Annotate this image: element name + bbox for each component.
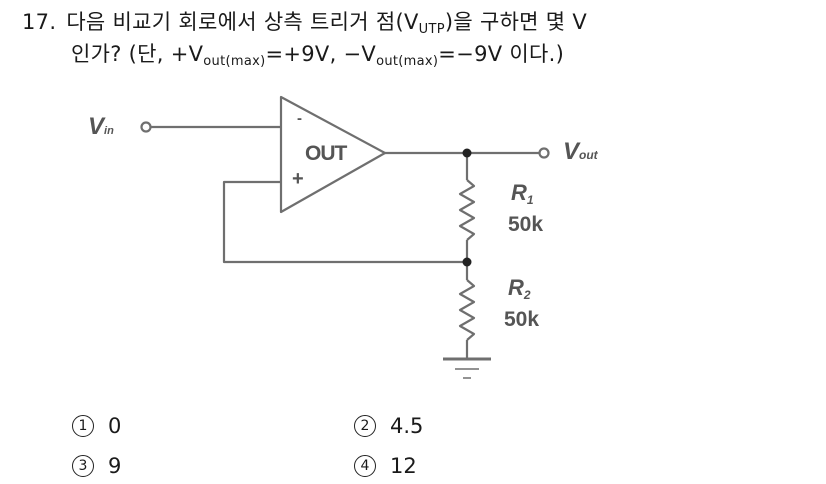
vout-label: Vout (563, 138, 598, 165)
question-line-2: 인가? (단, +Vout(max)=+9V, −Vout(max)=−9V 이… (71, 42, 565, 69)
choice-marker-icon: 2 (354, 415, 376, 437)
r2-value: 50k (504, 308, 540, 331)
opamp-out-label: OUT (305, 142, 347, 165)
r1-label: R1 (511, 180, 534, 207)
r1-value: 50k (508, 213, 544, 236)
choice-value: 12 (390, 454, 417, 478)
divider-node-dot-icon (462, 257, 472, 267)
r2-resistor-icon (458, 279, 476, 341)
minus-input-label: - (297, 110, 302, 127)
opamp-triangle-icon (279, 95, 387, 214)
choice-marker-icon: 3 (72, 455, 94, 477)
choice-value: 0 (108, 414, 122, 438)
r2-label: R2 (508, 275, 531, 302)
vout-terminal-icon (538, 147, 550, 159)
choice-value: 9 (108, 454, 122, 478)
question-line-1: 17.다음 비교기 회로에서 상측 트리거 점(VUTP)을 구하면 몇 V (22, 10, 588, 37)
vin-terminal-icon (140, 121, 152, 133)
choice-4[interactable]: 4 12 (354, 454, 417, 478)
choice-value: 4.5 (390, 414, 424, 438)
plus-input-label: + (292, 168, 304, 190)
feedback-wire (222, 180, 467, 264)
choice-marker-icon: 4 (354, 455, 376, 477)
output-node-dot-icon (462, 148, 472, 158)
choice-marker-icon: 1 (72, 415, 94, 437)
vin-label: Vin (88, 113, 114, 140)
r1-resistor-icon (458, 179, 476, 241)
question-number: 17. (22, 10, 57, 34)
